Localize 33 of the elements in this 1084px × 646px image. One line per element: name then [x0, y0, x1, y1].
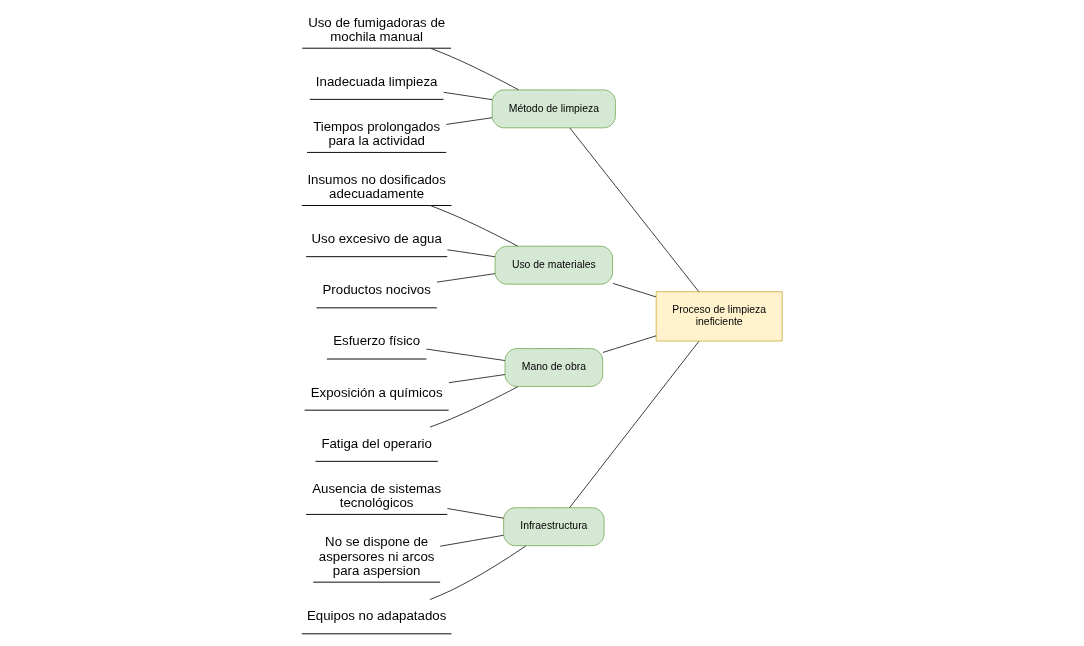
connector — [612, 282, 657, 298]
node-text: Tiempos prolongados para la actividad — [313, 118, 441, 149]
connector — [436, 273, 496, 283]
connector — [569, 340, 700, 509]
node-box: Uso de materiales — [494, 245, 614, 285]
connector — [439, 534, 505, 547]
node-text: Exposición a químicos — [310, 384, 443, 400]
node-text: Insumos no dosificados adecuadamente — [307, 171, 446, 202]
node-text: Uso de fumigadoras de mochila manual — [308, 14, 446, 44]
node-text: Inadecuada limpieza — [315, 73, 438, 89]
node-text: Uso excesivo de agua — [311, 231, 442, 247]
connector — [445, 117, 493, 125]
connector — [602, 335, 657, 353]
connector — [429, 205, 519, 247]
connector — [425, 348, 506, 361]
connector — [429, 47, 520, 91]
node-text: Ausencia de sistemas tecnológicos — [312, 480, 442, 511]
node-box: Infraestructura — [503, 507, 605, 547]
node-text: Fatiga del operario — [321, 435, 432, 451]
node-text: Esfuerzo físico — [333, 333, 421, 349]
connector — [443, 91, 493, 101]
connector — [429, 545, 527, 601]
node-text: Productos nocivos — [322, 282, 431, 298]
node-text: No se dispone de aspersores ni arcos para aspersion — [318, 534, 435, 578]
connector — [569, 127, 700, 292]
connector — [446, 249, 496, 258]
connector — [429, 386, 519, 428]
connector — [446, 508, 505, 519]
node-box: Método de limpieza — [491, 89, 616, 129]
node-box: Proceso de limpieza ineficiente — [655, 291, 783, 342]
node-box: Mano de obra — [504, 348, 604, 387]
node-text: Equipos no adapatados — [307, 608, 447, 624]
connector — [448, 374, 506, 384]
